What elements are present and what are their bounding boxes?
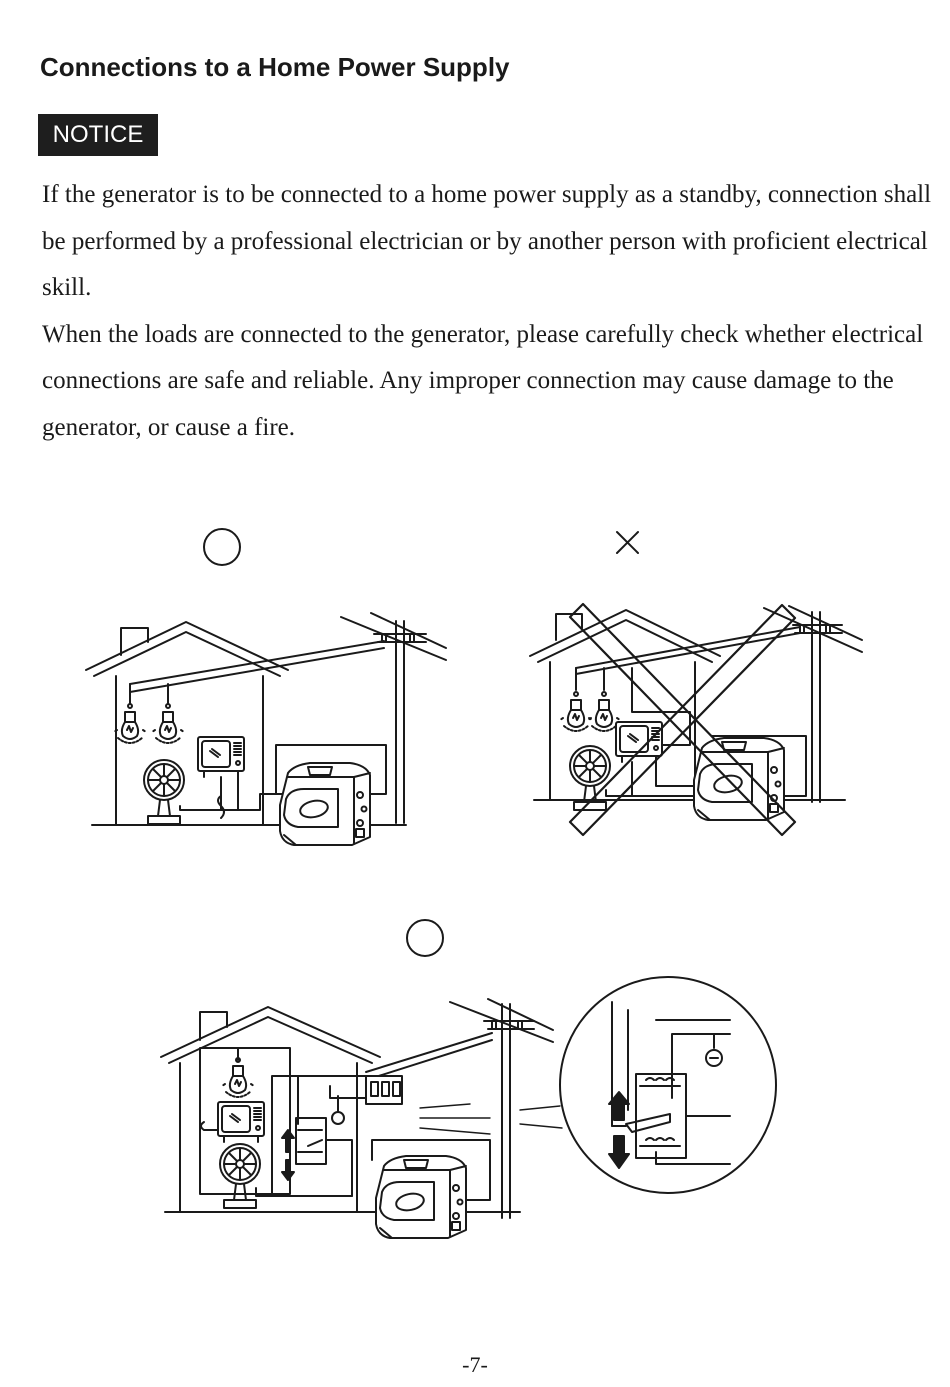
generator-icon xyxy=(279,762,371,846)
fan-icon xyxy=(143,759,185,825)
fan-icon xyxy=(219,1143,261,1209)
notice-paragraph-1: If the generator is to be connected to a… xyxy=(42,181,932,302)
notice-label: NOTICE xyxy=(38,114,158,156)
light-bulb-icon xyxy=(221,1057,255,1098)
arrow-up-icon xyxy=(608,1091,630,1121)
arrow-down-icon xyxy=(608,1135,630,1169)
arrow-down-icon xyxy=(281,1159,295,1181)
generator-icon xyxy=(375,1155,467,1239)
incorrect-mark-cross xyxy=(616,531,639,554)
light-bulb-icon xyxy=(559,691,593,732)
light-bulb-icon xyxy=(151,703,185,744)
light-bulb-icon xyxy=(113,703,147,744)
notice-paragraph-2: When the loads are connected to the gene… xyxy=(42,320,924,441)
utility-pole-icon xyxy=(129,612,447,824)
zoom-callout xyxy=(559,976,777,1194)
prohibition-cross xyxy=(568,602,797,837)
section-heading: Connections to a Home Power Supply xyxy=(40,52,510,82)
house-icon xyxy=(85,621,407,826)
page-number: -7- xyxy=(462,1352,488,1377)
correct-mark-circle xyxy=(203,528,241,566)
television-icon xyxy=(217,1101,265,1143)
television-icon xyxy=(615,721,663,763)
arrow-up-icon xyxy=(281,1129,295,1153)
notice-body: If the generator is to be connected to a… xyxy=(42,172,942,452)
correct-mark-circle xyxy=(406,919,444,957)
generator-icon xyxy=(693,737,785,821)
utility-pole-icon xyxy=(575,605,863,803)
television-icon xyxy=(197,736,245,778)
switch-box-icon xyxy=(271,1075,403,1197)
utility-pole-icon xyxy=(365,998,554,1219)
